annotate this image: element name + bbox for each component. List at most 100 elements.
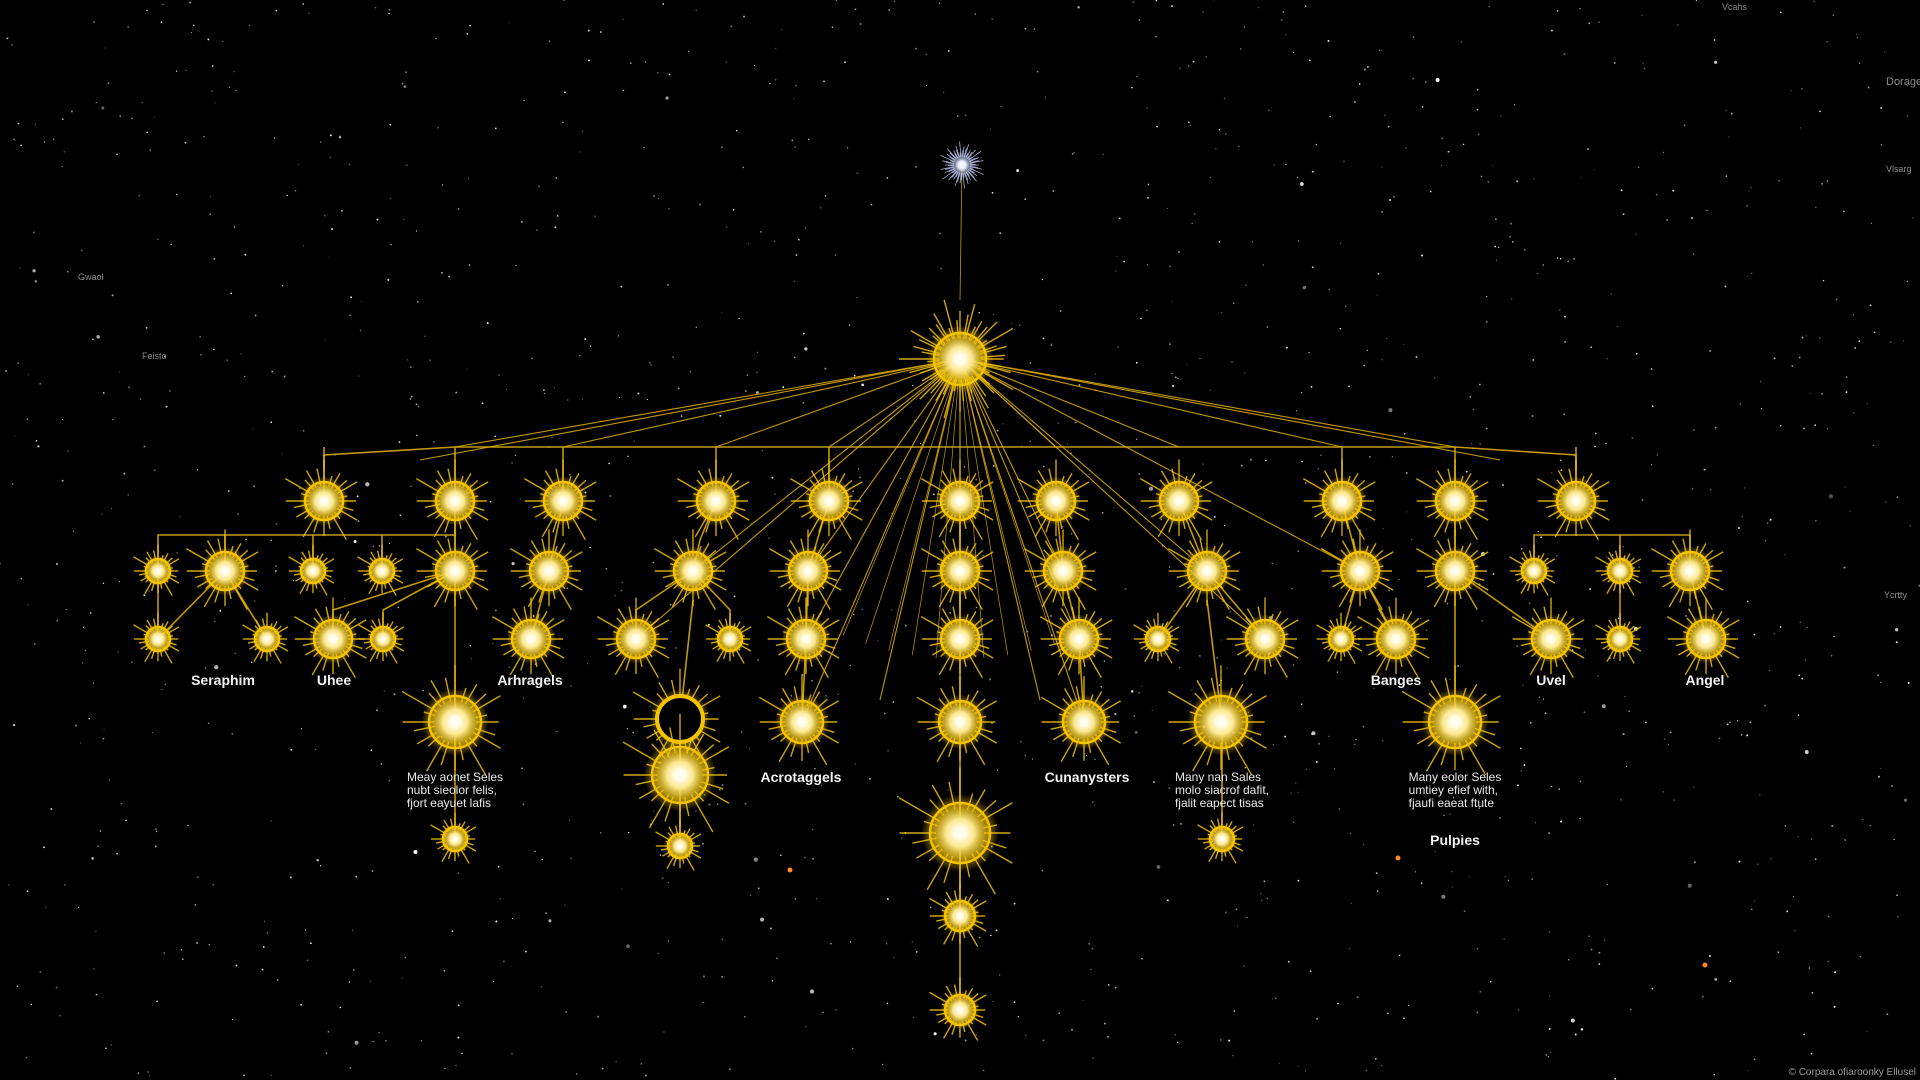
- star: [1468, 876, 1470, 878]
- star: [17, 362, 19, 364]
- star: [1384, 114, 1386, 117]
- star: [80, 249, 83, 252]
- star: [1355, 738, 1357, 741]
- star: [1834, 971, 1837, 974]
- star: [1598, 951, 1601, 954]
- star: [274, 569, 277, 572]
- star: [95, 101, 98, 104]
- star: [798, 662, 801, 664]
- star: [978, 311, 981, 314]
- star: [235, 964, 238, 967]
- star: [929, 906, 932, 909]
- star: [92, 338, 94, 341]
- star: [1100, 685, 1103, 688]
- star: [886, 177, 889, 179]
- star: [270, 1074, 272, 1077]
- star: [649, 705, 651, 707]
- star: [1543, 698, 1545, 700]
- star: [240, 353, 242, 355]
- star: [531, 357, 533, 360]
- star: [1101, 512, 1104, 514]
- star: [1556, 257, 1559, 259]
- star: [237, 513, 239, 515]
- star: [1583, 711, 1586, 713]
- star: [1651, 987, 1654, 990]
- star: [1405, 432, 1407, 434]
- star: [433, 441, 435, 443]
- star: [1218, 241, 1221, 243]
- star: [515, 264, 517, 267]
- star: [1523, 764, 1526, 767]
- star: [627, 455, 629, 457]
- star: [1393, 195, 1395, 198]
- star-node: [1016, 459, 1090, 541]
- star: [1620, 799, 1622, 801]
- star: [563, 0, 565, 2]
- star: [851, 1047, 854, 1050]
- star: [1308, 351, 1310, 354]
- star: [1345, 305, 1347, 307]
- star: [1869, 824, 1872, 827]
- star: [849, 664, 851, 667]
- star: [1189, 124, 1192, 127]
- star: [319, 141, 322, 143]
- star: [1516, 645, 1518, 647]
- star: [870, 203, 873, 206]
- star: [802, 401, 805, 404]
- star: [1896, 894, 1898, 897]
- star: [1465, 470, 1468, 473]
- star: [244, 375, 246, 378]
- star: [1282, 11, 1285, 13]
- star: [773, 240, 776, 243]
- label-seraphim: Seraphim: [191, 672, 255, 688]
- star: [1280, 19, 1283, 21]
- star: [123, 472, 126, 475]
- star: [81, 662, 84, 664]
- star: [1703, 468, 1706, 471]
- connector-line: [959, 358, 1032, 651]
- star: [520, 220, 523, 223]
- star: [1835, 298, 1838, 301]
- star: [1375, 1058, 1377, 1060]
- connector-line: [959, 358, 1501, 461]
- star: [26, 418, 29, 420]
- star: [165, 405, 168, 408]
- star: [808, 138, 810, 140]
- star: [793, 356, 796, 359]
- star: [1460, 41, 1463, 43]
- star: [804, 347, 808, 351]
- star: [1560, 469, 1563, 472]
- star: [1814, 424, 1816, 426]
- star: [213, 257, 216, 260]
- star: [43, 141, 46, 143]
- star: [111, 294, 114, 297]
- star: [1031, 758, 1034, 760]
- star: [1421, 106, 1424, 108]
- star: [1382, 740, 1384, 742]
- star: [499, 898, 501, 900]
- star: [1714, 426, 1717, 429]
- star: [1520, 770, 1523, 772]
- star: [1801, 677, 1804, 680]
- star: [1481, 619, 1484, 622]
- star: [1308, 59, 1311, 62]
- star: [1425, 629, 1428, 632]
- star: [1877, 674, 1880, 677]
- star: [1233, 302, 1235, 304]
- star: [52, 138, 55, 140]
- star: [1354, 743, 1356, 746]
- star: [455, 391, 458, 394]
- star: [719, 414, 722, 417]
- star: [835, 1009, 838, 1011]
- star: [61, 165, 63, 168]
- star: [116, 852, 119, 855]
- star: [695, 326, 697, 328]
- star: [1805, 335, 1808, 337]
- star: [1903, 798, 1908, 802]
- star: [998, 974, 1001, 976]
- star: [1709, 349, 1712, 352]
- star: [70, 110, 73, 113]
- star: [1166, 207, 1168, 210]
- star: [620, 589, 623, 592]
- star: [121, 803, 123, 805]
